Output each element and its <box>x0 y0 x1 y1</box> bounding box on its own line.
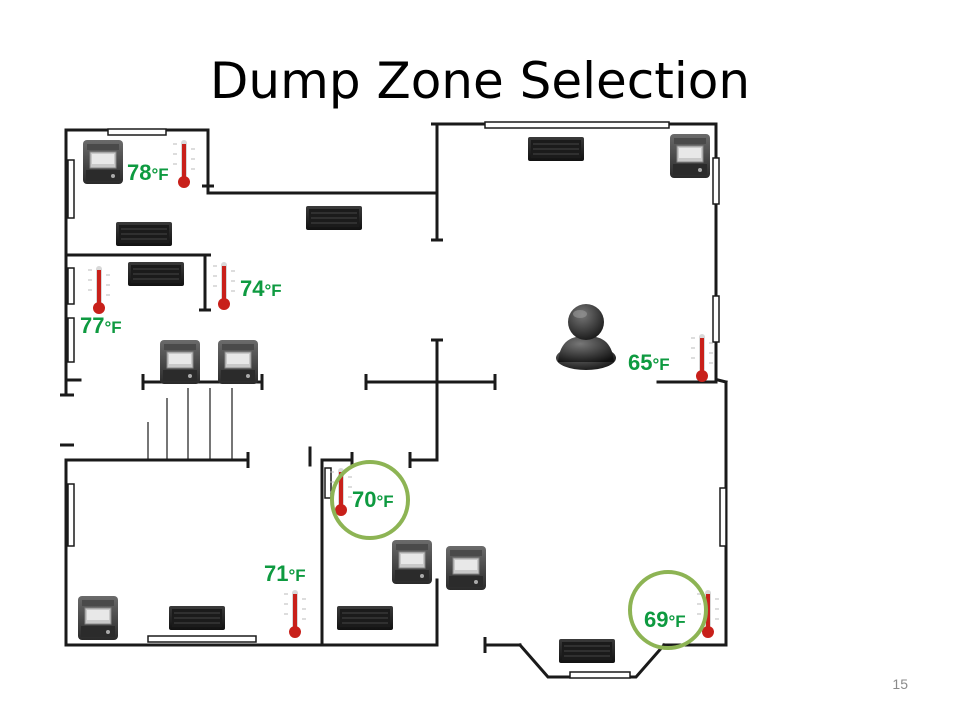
page-number: 15 <box>892 676 908 692</box>
highlight-ring-center-hall <box>330 460 410 540</box>
temperature-label-lower-right-room: 69°F <box>644 607 686 632</box>
thermometer-icon <box>690 333 714 383</box>
vent-register-icon <box>305 205 363 231</box>
thermostat-icon <box>445 545 487 591</box>
windows <box>67 121 727 679</box>
thermometer-icon <box>87 265 111 315</box>
temperature-label-upper-left-room: 78°F <box>127 160 169 185</box>
vent-register-icon <box>115 221 173 247</box>
vent-register-icon <box>558 638 616 664</box>
temperature-label-right-room: 65°F <box>628 350 670 375</box>
thermostat-icon <box>669 133 711 179</box>
thermostat-icon <box>77 595 119 641</box>
temperature-label-left-room: 77°F <box>80 313 122 338</box>
temperature-label-lower-left-room: 71°F <box>264 561 306 586</box>
thermostat-icon <box>217 339 259 385</box>
stairs <box>147 388 233 460</box>
vent-register-icon <box>527 136 585 162</box>
thermostat-icon <box>159 339 201 385</box>
thermostat-icon <box>82 139 124 185</box>
walls <box>64 122 728 679</box>
thermometer-icon <box>172 139 196 189</box>
vent-register-icon <box>336 605 394 631</box>
slide-title: Dump Zone Selection <box>209 52 751 110</box>
person-icon <box>556 304 616 370</box>
vents <box>115 136 616 664</box>
highlight-ring-lower-right-room <box>628 570 708 650</box>
vent-register-icon <box>168 605 226 631</box>
thermometer-icon <box>283 589 307 639</box>
highlight-rings <box>330 460 708 650</box>
thermostat-icon <box>391 539 433 585</box>
thermometer-icon <box>212 261 236 311</box>
vent-register-icon <box>127 261 185 287</box>
temperature-label-middle-left-room: 74°F <box>240 276 282 301</box>
thermostats <box>77 133 711 641</box>
door-markers <box>60 122 497 653</box>
temperature-label-center-hall: 70°F <box>352 487 394 512</box>
